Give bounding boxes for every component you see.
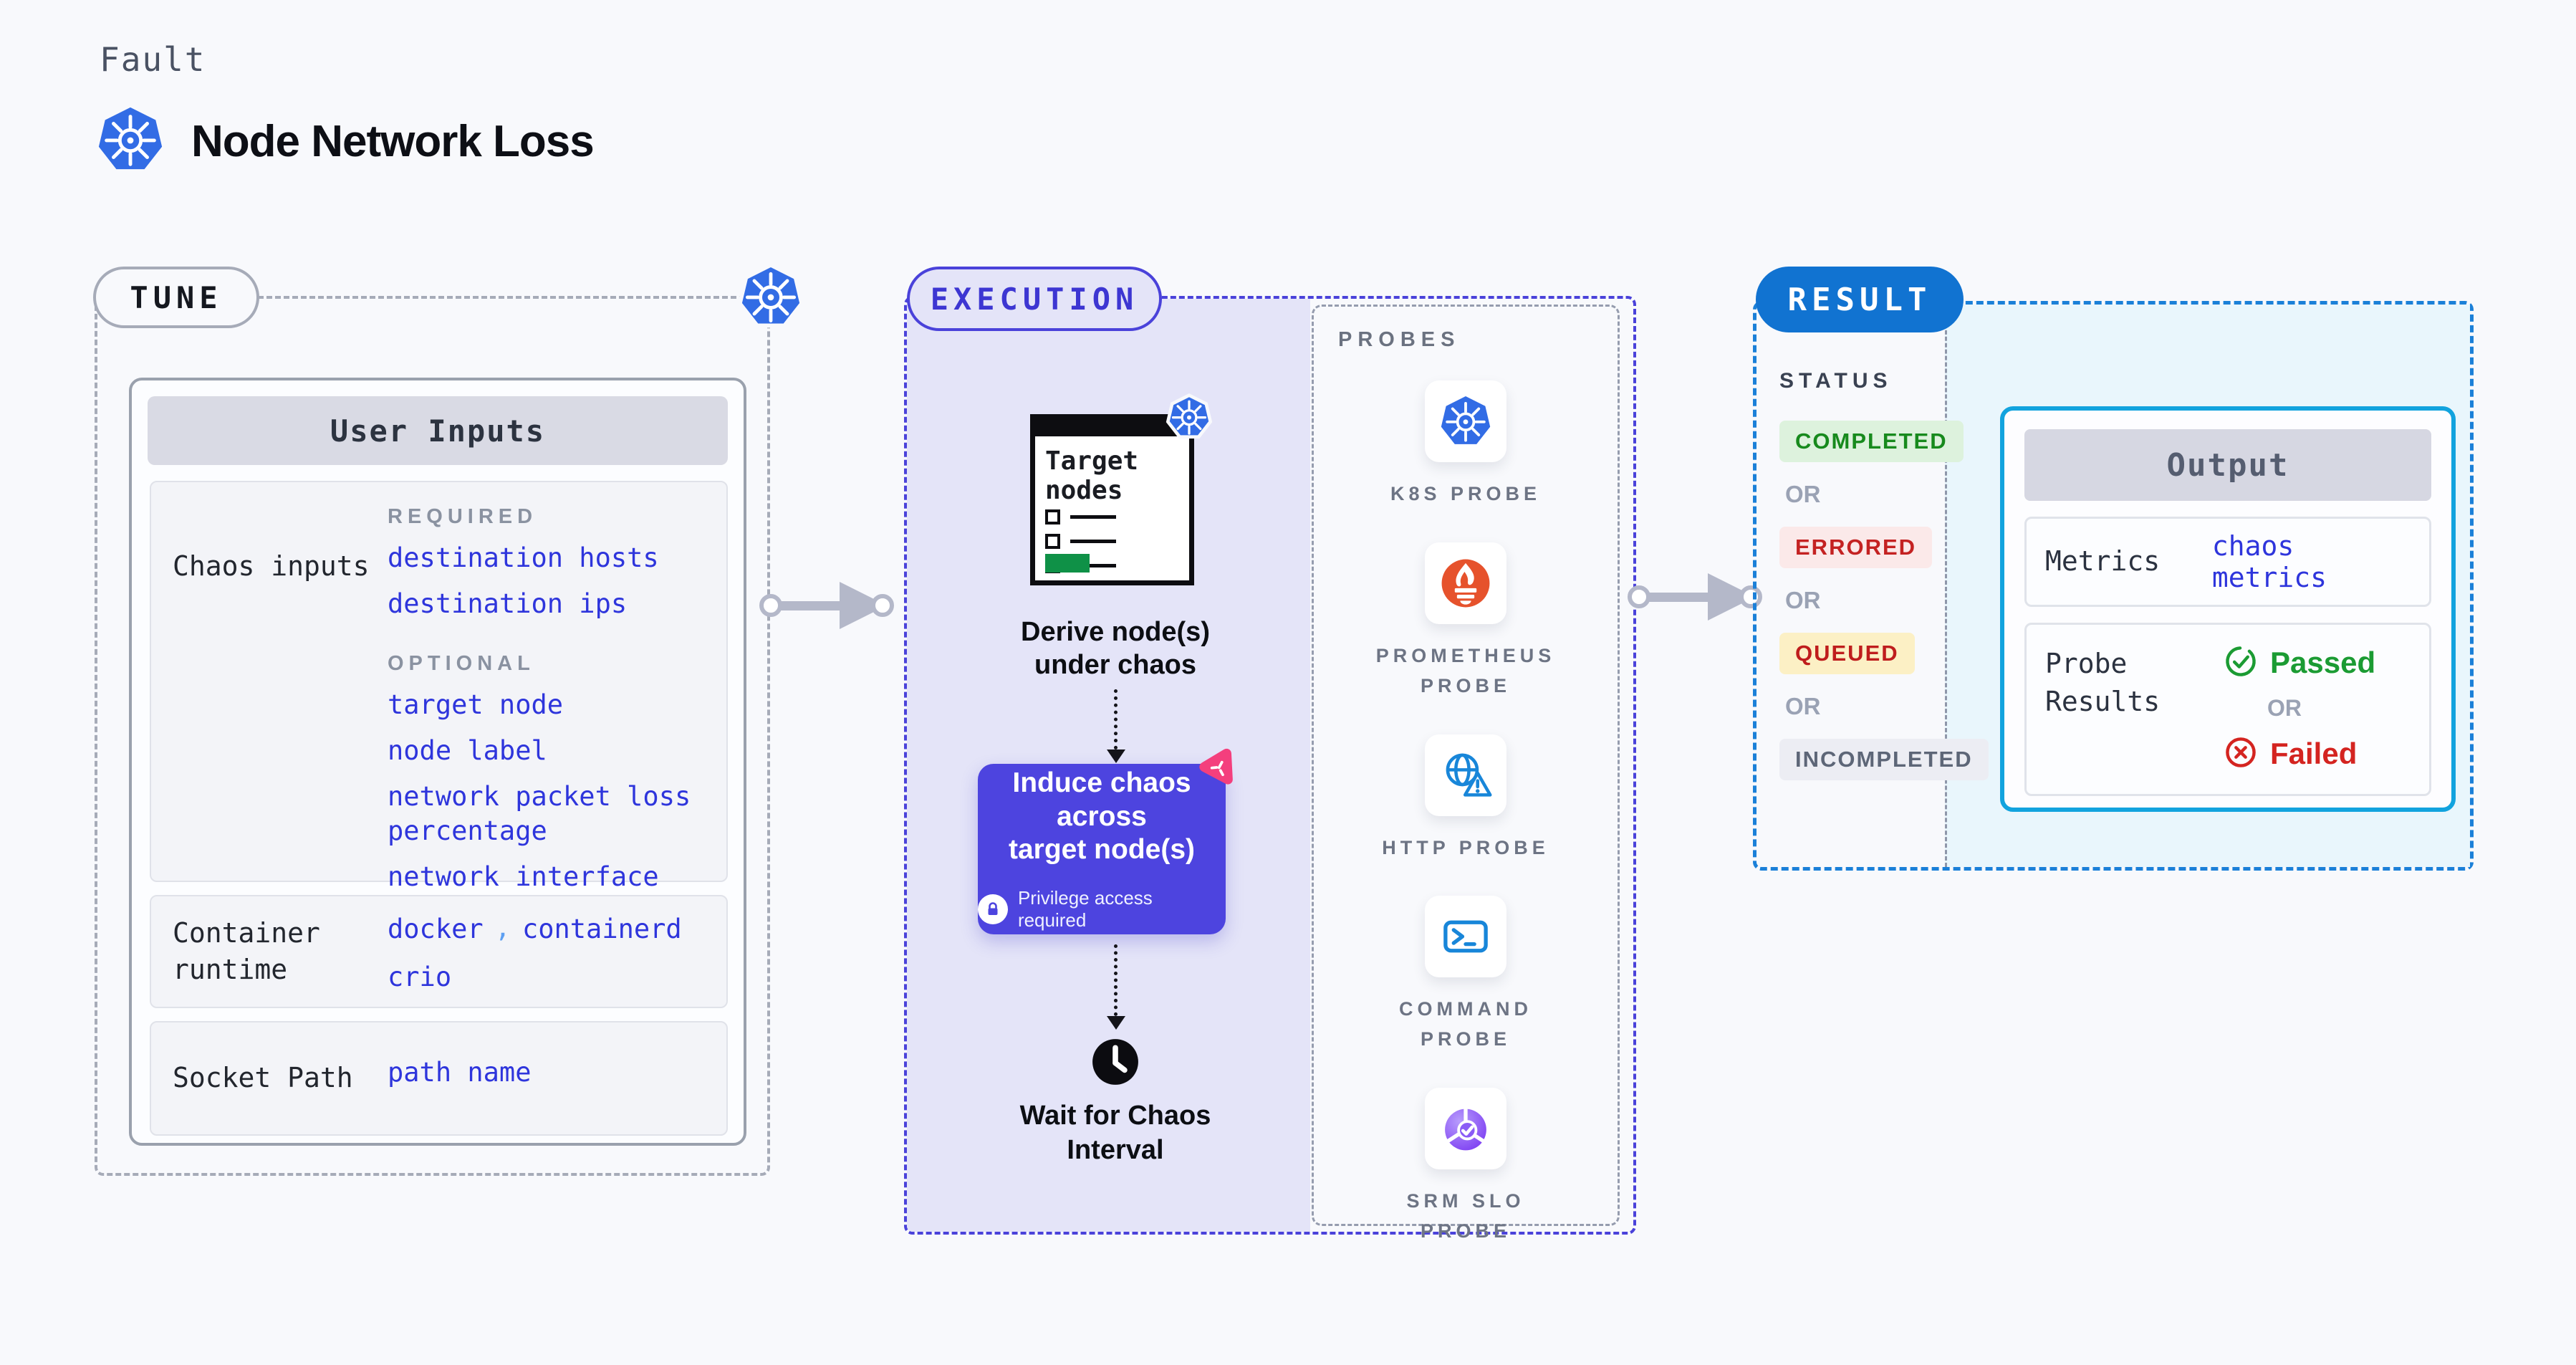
target-nodes-card: Target nodes [1030,393,1213,585]
output-title: Output [2024,429,2431,501]
status-badge-incompleted: INCOMPLETED [1779,739,1989,780]
privilege-note-row: Privilege access required [978,887,1226,931]
link-destination-ips[interactable]: destination ips [388,588,628,620]
passed-row: Passed [2224,645,2375,681]
induce-chaos-box: Induce chaos across target node(s) Privi… [978,748,1233,934]
terminal-icon [1425,896,1506,978]
induce-chaos-title: Induce chaos across target node(s) [1008,767,1195,866]
link-containerd[interactable]: containerd [522,914,682,944]
arrow-down-icon [1107,749,1125,763]
container-runtime-row: Container runtime docker , containerd cr… [150,895,728,1008]
link-destination-hosts[interactable]: destination hosts [388,542,659,573]
probe-item-http: HTTP PROBE [1369,734,1562,863]
execution-section-box: PROBES [904,296,1636,1242]
list-line [1070,515,1116,519]
socket-path-label: Socket Path [173,1062,353,1093]
result-section-box: STATUS COMPLETED OR ERRORED OR QUEUED OR… [1753,301,2474,871]
link-path-name[interactable]: path name [388,1057,532,1088]
link-network-interface[interactable]: network interface [388,861,659,893]
metrics-label: Metrics [2045,545,2161,578]
tune-badge: TUNE [93,267,259,328]
status-badge-errored: ERRORED [1779,527,1933,568]
x-circle-icon [2224,736,2257,772]
kubernetes-icon [1166,393,1213,444]
prometheus-icon [1425,542,1506,624]
link-network-packet-loss-percentage[interactable]: network packet loss percentage [388,781,691,846]
probe-label: HTTP PROBE [1382,836,1549,858]
or-label: OR [1785,481,1821,507]
link-chaos-metrics[interactable]: chaos metrics [2211,530,2327,593]
page-title: Node Network Loss [191,116,595,166]
litmus-chaos-icon [1198,742,1243,790]
link-crio[interactable]: crio [388,962,452,993]
probe-results-label: Probe Results [2045,648,2161,718]
chaos-inputs-label: Chaos inputs [173,550,370,582]
passed-label: Passed [2270,646,2376,679]
probe-item-k8s: K8S PROBE [1369,380,1562,509]
privilege-note: Privilege access required [1017,887,1153,931]
lock-icon [978,894,1008,925]
status-column: STATUS COMPLETED OR ERRORED OR QUEUED OR… [1779,369,1989,780]
probe-label: COMMAND PROBE [1399,998,1532,1050]
checkbox-icon [1045,534,1060,549]
or-label: OR [1785,693,1821,719]
link-node-label[interactable]: node label [388,735,547,767]
flow-dotted-line [1114,689,1118,749]
slo-gauge-check-icon [1425,1088,1506,1170]
status-badge-completed: COMPLETED [1779,421,1964,462]
probe-label: K8S PROBE [1390,483,1542,504]
status-badge-queued: QUEUED [1779,633,1915,674]
flow-dotted-line [1114,944,1118,1016]
user-inputs-card: User Inputs Chaos inputs REQUIRED destin… [129,378,746,1146]
or-label: OR [2267,695,2302,721]
derive-nodes-label: Derive node(s) under chaos [1021,617,1210,680]
title-row: Node Network Loss [95,105,595,178]
http-globe-warning-icon [1425,734,1506,816]
list-line [1070,540,1116,543]
probes-box: PROBES [1312,305,1620,1242]
required-heading: REQUIRED [388,505,538,528]
probes-heading: PROBES [1338,328,1461,351]
socket-path-row: Socket Path path name [150,1021,728,1136]
kubernetes-icon [95,105,165,178]
probe-item-srm-slo: SRM SLO PROBE [1369,1088,1562,1247]
card-titlebar [1034,418,1190,436]
list-line [1070,564,1116,567]
probe-results-row: Probe Results Passed OR [2024,623,2431,796]
fault-eyebrow: Fault [100,40,206,79]
link-docker[interactable]: docker [388,914,484,944]
probe-item-prometheus: PROMETHEUS PROBE [1369,542,1562,701]
execution-badge: EXECUTION [907,267,1162,331]
failed-label: Failed [2270,737,2358,770]
probe-label: SRM SLO PROBE [1406,1190,1525,1242]
user-inputs-title: User Inputs [148,396,728,465]
arrow-down-icon [1107,1016,1125,1030]
probe-label: PROMETHEUS PROBE [1375,644,1556,696]
status-heading: STATUS [1779,369,1893,393]
tune-to-execution-arrow [759,572,895,642]
value-separator: , [494,912,511,943]
tune-section-box [95,296,770,1176]
probe-item-command: COMMAND PROBE [1369,896,1562,1055]
wait-chaos-interval-label: Wait for Chaos Interval [1019,1101,1211,1165]
failed-row: Failed [2224,736,2375,772]
target-nodes-title: Target nodes [1045,446,1139,506]
execution-to-result-arrow [1628,563,1764,633]
output-box: Output Metrics chaos metrics Probe Resul… [2000,406,2456,812]
checkbox-icon [1045,509,1060,525]
container-runtime-label: Container runtime [173,917,320,986]
kubernetes-icon [1425,380,1506,462]
clock-icon [1088,1035,1143,1092]
result-badge: RESULT [1756,267,1964,332]
or-label: OR [1785,587,1821,613]
kubernetes-icon [736,262,805,334]
optional-heading: OPTIONAL [388,651,535,675]
link-target-node[interactable]: target node [388,689,564,720]
green-progress-bar [1045,554,1090,573]
chaos-inputs-row: Chaos inputs REQUIRED destination hosts … [150,481,728,892]
check-circle-icon [2224,645,2257,681]
metrics-row: Metrics chaos metrics [2024,517,2431,607]
